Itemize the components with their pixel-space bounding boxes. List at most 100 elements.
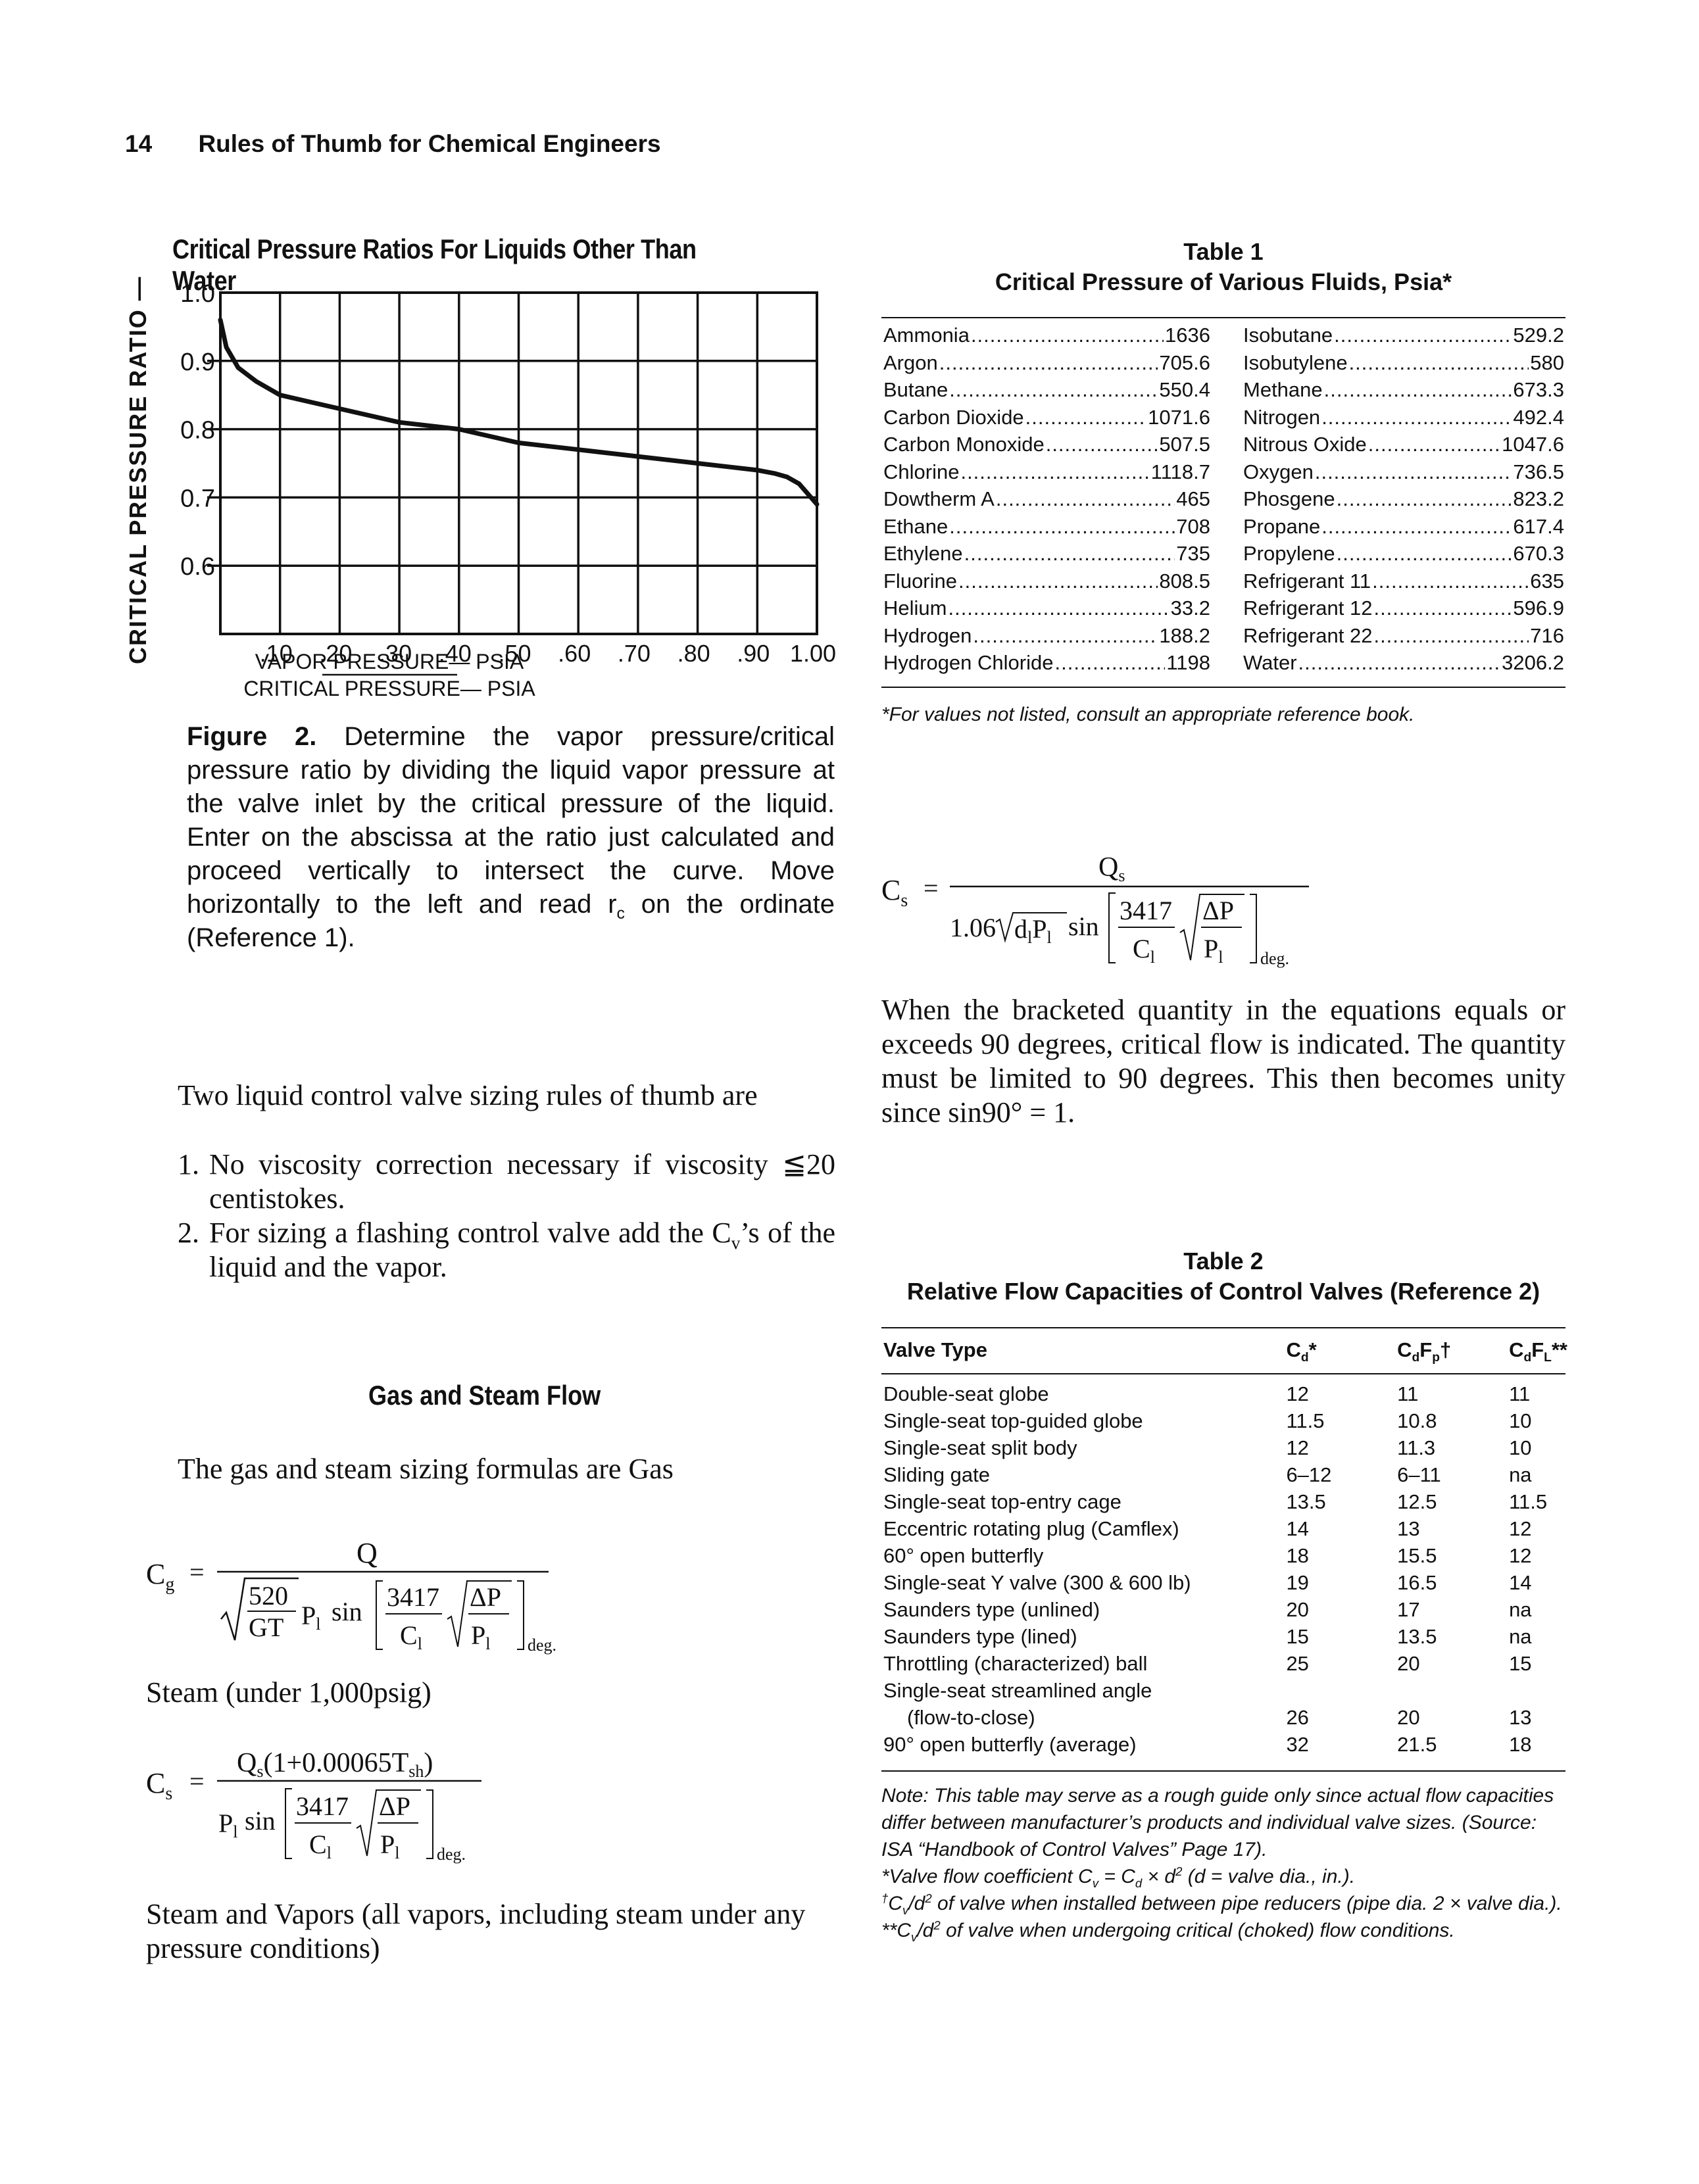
- cd-cell: 12: [1286, 1382, 1309, 1405]
- table2-header-row: Valve Type Cd* CdFp† CdFL**: [883, 1328, 1567, 1372]
- table1-row: Argon705.6: [883, 351, 1210, 379]
- gas-sizing-equation: Cg = Q 520 GT Pl sin 3417 Cl ΔP Pl deg.: [146, 1537, 556, 1655]
- table2-header-valve-type: Valve Type: [883, 1338, 987, 1361]
- table2-footnote-cdfl: **Cv/d2 of valve when undergoing critica…: [881, 1918, 1455, 1944]
- chart-x-tick-label: .80: [677, 640, 710, 667]
- cdfp-cell: 15.5: [1397, 1544, 1437, 1567]
- critical-pressure-value: 736.5: [1513, 460, 1564, 483]
- chart-x-tick-label: 1.00: [790, 640, 836, 667]
- critical-flow-paragraph: When the bracketed quantity in the equat…: [881, 994, 1565, 1128]
- cd-cell: 14: [1286, 1517, 1309, 1540]
- chart-ticks: 1.00.90.80.70.6.10.20.30.40.50.60.70.80.…: [180, 280, 836, 667]
- leader-dots: [971, 324, 1164, 347]
- table2-footnote-cdfp: †Cv/d2 of valve when installed between p…: [881, 1891, 1562, 1917]
- critical-pressure-value: 735: [1176, 542, 1210, 565]
- leader-dots: [960, 460, 1149, 484]
- valve-type-cell: Single-seat top-entry cage: [883, 1490, 1121, 1513]
- valve-type-cell: (flow-to-close): [907, 1706, 1035, 1729]
- critical-pressure-value: 635: [1530, 569, 1564, 593]
- critical-pressure-value: 1198: [1166, 651, 1210, 674]
- fluid-name: Nitrous Oxide: [1243, 433, 1367, 456]
- svg-text:ΔP: ΔP: [470, 1582, 501, 1612]
- valve-type-cell: 60° open butterfly: [883, 1544, 1044, 1567]
- critical-pressure-value: 465: [1176, 487, 1210, 510]
- valve-type-cell: Saunders type (unlined): [883, 1598, 1100, 1621]
- table2-note: Note: This table may serve as a rough gu…: [881, 1785, 1554, 1860]
- critical-pressure-value: 808.5: [1159, 569, 1210, 593]
- chart-y-tick-label: 0.9: [180, 349, 215, 376]
- svg-text:Cl: Cl: [309, 1830, 332, 1862]
- rule-item: 1. No viscosity correction necessary if …: [178, 1148, 835, 1216]
- chart-x-tick-label: .30: [379, 640, 412, 667]
- cdfl-cell: na: [1509, 1463, 1532, 1486]
- svg-text:Pl: Pl: [471, 1620, 490, 1653]
- table2-number: Table 2: [1183, 1248, 1264, 1274]
- svg-text:dlPl: dlPl: [1014, 914, 1052, 947]
- chart-x-tick-label: .70: [618, 640, 651, 667]
- table2-title: Table 2 Relative Flow Capacities of Cont…: [881, 1246, 1565, 1307]
- cdfl-cell: 11: [1509, 1382, 1531, 1405]
- critical-pressure-value: 1071.6: [1148, 405, 1210, 429]
- cd-cell: [1286, 1679, 1397, 1706]
- critical-pressure-chart: 1.00.90.80.70.6.10.20.30.40.50.60.70.80.…: [124, 276, 836, 700]
- table2-row: Single-seat streamlined angle: [883, 1679, 1567, 1706]
- fluid-name: Chlorine: [883, 460, 960, 483]
- table2-footnote-cd: *Valve flow coefficient Cv = Cd × d2 (d …: [881, 1864, 1356, 1890]
- chart-y-axis-label: CRITICAL PRESSURE RATIO — r c: [124, 276, 157, 664]
- critical-pressure-value: 670.3: [1513, 542, 1564, 565]
- svg-text:Cl: Cl: [1133, 934, 1155, 967]
- fluid-name: Ethane: [883, 514, 948, 538]
- critical-pressure-value: 1118.7: [1150, 460, 1210, 483]
- table1-row: Refrigerant 11635: [1243, 570, 1564, 597]
- leader-dots: [1324, 378, 1512, 402]
- cdfp-cell: 17: [1397, 1598, 1420, 1621]
- eq-numerator: Qs(1+0.00065Tsh): [237, 1748, 433, 1781]
- eq-p: Pl: [301, 1601, 320, 1634]
- cdfl-cell: 13: [1509, 1706, 1532, 1729]
- steam-label: Steam (under 1,000psig): [146, 1676, 431, 1709]
- cdfp-cell: 20: [1397, 1706, 1420, 1729]
- table1-footnote: *For values not listed, consult an appro…: [881, 704, 1415, 725]
- table1-row: Hydrogen188.2: [883, 624, 1210, 652]
- leader-dots: [973, 624, 1158, 648]
- chart-x-tick-label: .50: [498, 640, 531, 667]
- chart-grid: [207, 291, 818, 635]
- leader-dots: [1349, 351, 1529, 375]
- svg-text:ΔP: ΔP: [1202, 896, 1234, 925]
- leader-dots: [1054, 651, 1165, 675]
- chart-y-tick-label: 0.7: [180, 485, 215, 512]
- critical-pressure-value: 3206.2: [1502, 651, 1564, 674]
- table1-row: Dowtherm A465: [883, 487, 1210, 515]
- book-title: Rules of Thumb for Chemical Engineers: [198, 130, 661, 157]
- critical-pressure-value: 708: [1176, 514, 1210, 538]
- cdfl-cell: [1509, 1679, 1567, 1706]
- rule-text-tail: ’s of the liquid and the vapor.: [209, 1217, 835, 1283]
- svg-text:deg.: deg.: [1260, 949, 1289, 968]
- valve-type-cell: Sliding gate: [883, 1463, 991, 1486]
- svg-text:Cs: Cs: [881, 874, 908, 911]
- cdfp-cell: 6–11: [1397, 1463, 1441, 1486]
- critical-pressure-value: 617.4: [1513, 514, 1564, 538]
- svg-text:3417: 3417: [1120, 896, 1172, 925]
- table1-row: Butane550.4: [883, 378, 1210, 406]
- cdfp-cell: 21.5: [1397, 1733, 1437, 1756]
- running-head: 14 Rules of Thumb for Chemical Engineers: [125, 130, 661, 158]
- chart-x-tick-label: .40: [439, 640, 472, 667]
- table1-caption: Critical Pressure of Various Fluids, Psi…: [995, 268, 1452, 295]
- table2-notes: Note: This table may serve as a rough gu…: [881, 1782, 1565, 1944]
- table1-row: Water3206.2: [1243, 651, 1564, 679]
- table1-row: Ethylene735: [883, 542, 1210, 570]
- table1-row: Refrigerant 12596.9: [1243, 596, 1564, 624]
- eq-lhs: Cg: [146, 1558, 174, 1595]
- leader-dots: [1337, 542, 1512, 566]
- leader-dots: [1298, 651, 1501, 675]
- table2-header-rule: [881, 1373, 1565, 1374]
- figure-caption-tail: on the ordinate (Reference 1).: [187, 890, 835, 952]
- table1-title: Table 1 Critical Pressure of Various Flu…: [881, 237, 1565, 297]
